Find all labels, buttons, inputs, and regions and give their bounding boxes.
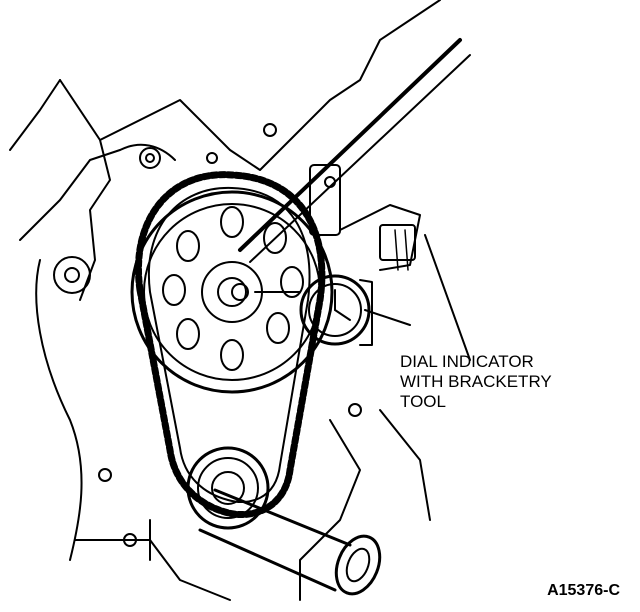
callout-line-1: DIAL INDICATOR (400, 352, 534, 371)
block-boss (53, 147, 362, 417)
crankshaft-sprocket (186, 446, 270, 530)
callout-leader (424, 234, 471, 361)
callout-line-2: WITH BRACKETRY (400, 372, 552, 391)
callout-line-3: TOOL (400, 392, 446, 411)
figure-id: A15376-C (547, 582, 620, 599)
crankshaft-sleeve (198, 488, 382, 596)
dial-indicator-tool (231, 38, 471, 346)
cover-bolts (98, 123, 277, 547)
engine-block (9, 0, 441, 601)
dial-indicator-callout: DIAL INDICATOR WITH BRACKETRY TOOL (400, 352, 552, 412)
camshaft-sprocket (130, 190, 334, 394)
timing-chain (135, 171, 326, 519)
